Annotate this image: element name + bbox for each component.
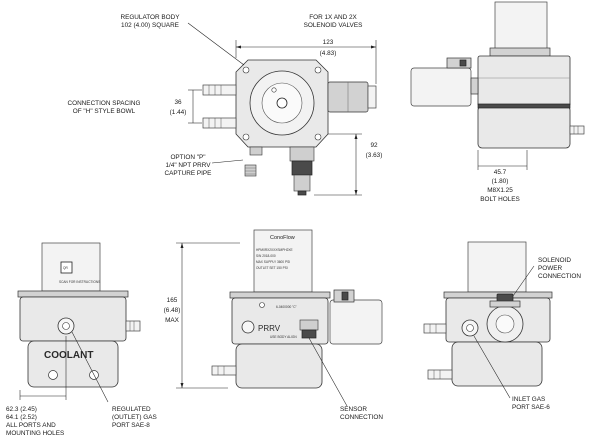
dim-64-1: 64.1 (2.52) xyxy=(6,414,37,421)
dim-45-7-value: 45.7 xyxy=(494,169,507,176)
dim-165-max: MAX xyxy=(165,317,180,324)
bowl-front xyxy=(27,340,119,388)
all-ports-label: ALL PORTS AND xyxy=(6,422,56,429)
scan-label: SCAN FOR INSTRUCTIONS xyxy=(59,280,100,284)
hose-barb-lower xyxy=(202,117,237,129)
sensor-connection-label: CONNECTION xyxy=(340,414,383,421)
front-view-center: ConoFlow HPM0RX2XXXSMPH2XE S/N 2018-000 … xyxy=(211,229,383,421)
regulated-outlet-label: (OUTLET) GAS xyxy=(112,414,157,421)
option-p-label: OPTION "P" xyxy=(170,154,205,161)
bolt-hole xyxy=(314,133,322,141)
dim-62-3: 62.3 (2.45) xyxy=(6,406,37,413)
regulator-body-side xyxy=(477,55,571,107)
solenoid-valves-label: FOR 1X AND 2X xyxy=(309,14,357,21)
dim-45-7-inch: (1.80) xyxy=(492,178,509,185)
solenoid-valves-label-2: SOLENOID VALVES xyxy=(304,22,363,29)
front-view-left: QR SCAN FOR INSTRUCTIONS COOLANT 62.3 (2… xyxy=(6,242,157,437)
option-p-pipe: CAPTURE PIPE xyxy=(165,170,212,177)
solenoid-connector xyxy=(367,85,377,109)
option-p-npt: 1/4" NPT PRRV xyxy=(165,162,211,169)
part-number: 6-0400000 "C" xyxy=(276,305,297,309)
hose-barb-upper xyxy=(202,84,237,96)
regulated-port-label: REGULATED xyxy=(112,406,151,413)
bolt-hole xyxy=(242,66,250,74)
bolt-holes-label: BOLT HOLES xyxy=(480,196,520,203)
qr-code xyxy=(60,261,73,274)
dim-36-value: 36 xyxy=(174,99,182,106)
center-hole xyxy=(276,97,288,109)
bowl-center xyxy=(235,343,323,389)
dim-123-inch: (4.83) xyxy=(320,50,337,57)
solenoid-cap xyxy=(494,1,548,53)
nameplate-3: MAX SUPPLY 3600 PSI xyxy=(256,260,290,264)
regulated-sae-label: PORT SAE-8 xyxy=(112,422,150,429)
connection-spacing-label: CONNECTION SPACING xyxy=(67,100,140,107)
dim-92-value: 92 xyxy=(370,142,378,149)
prrv-fitting-top xyxy=(244,146,263,177)
nameplate-1: HPM0RX2XXXSMPH2XE xyxy=(256,248,293,252)
bolt-hole xyxy=(314,66,322,74)
side-view-top: 45.7 (1.80) M8X1.25 BOLT HOLES xyxy=(410,1,585,203)
lower-body-side xyxy=(477,105,571,149)
cap-center xyxy=(253,229,313,293)
cap-right xyxy=(467,241,527,293)
regulator-body-label: REGULATOR BODY xyxy=(120,14,180,21)
regulator-body-size: 102 (4.00) SQUARE xyxy=(121,22,179,29)
side-view-right: SOLENOID POWER CONNECTION INLET GAS PORT… xyxy=(423,241,581,411)
bolt-thread-label: M8X1.25 xyxy=(487,187,513,194)
bowl-port xyxy=(48,370,58,380)
dim-36-inch: (1.44) xyxy=(170,109,187,116)
solenoid-power-label-3: CONNECTION xyxy=(538,273,581,280)
sensor-label: SENSOR xyxy=(340,406,367,413)
inlet-label: INLET GAS xyxy=(512,396,545,403)
coolant-text: COOLANT xyxy=(44,350,93,361)
dim-165-value: 165 xyxy=(167,297,178,304)
solenoid-power-label: SOLENOID xyxy=(538,257,571,264)
prrv-sub-text: USE BODY ALIGN xyxy=(270,335,297,339)
bowl-right xyxy=(451,341,543,387)
top-view: 123 (4.83) REGULATOR BODY 102 (4.00) SQU… xyxy=(67,14,383,196)
solenoid-side xyxy=(410,67,472,107)
brand-text: ConoFlow xyxy=(270,235,295,241)
dim-165-inch: (6.48) xyxy=(164,307,181,314)
solenoid-center xyxy=(329,299,383,345)
prrv-text: PRRV xyxy=(258,324,281,333)
prrv-port xyxy=(241,320,255,334)
dim-165: 165 (6.48) MAX xyxy=(164,242,240,389)
dim-123-value: 123 xyxy=(323,39,334,46)
connection-spacing-label-2: OF "H" STYLE BOWL xyxy=(73,108,136,115)
top-dot xyxy=(271,87,277,93)
nameplate-4: OUTLET SET 150 PSI xyxy=(256,266,288,270)
solenoid-power-label-2: POWER xyxy=(538,265,563,272)
nameplate-2: S/N 2018-000 xyxy=(256,254,276,258)
dim-92-inch: (3.63) xyxy=(366,152,383,159)
qr-label: QR xyxy=(63,266,68,270)
bolt-hole xyxy=(242,133,250,141)
bottom-sensor-fitting xyxy=(289,146,315,196)
mounting-holes-label: MOUNTING HOLES xyxy=(6,430,64,437)
inlet-sae-label: PORT SAE-6 xyxy=(512,404,550,411)
